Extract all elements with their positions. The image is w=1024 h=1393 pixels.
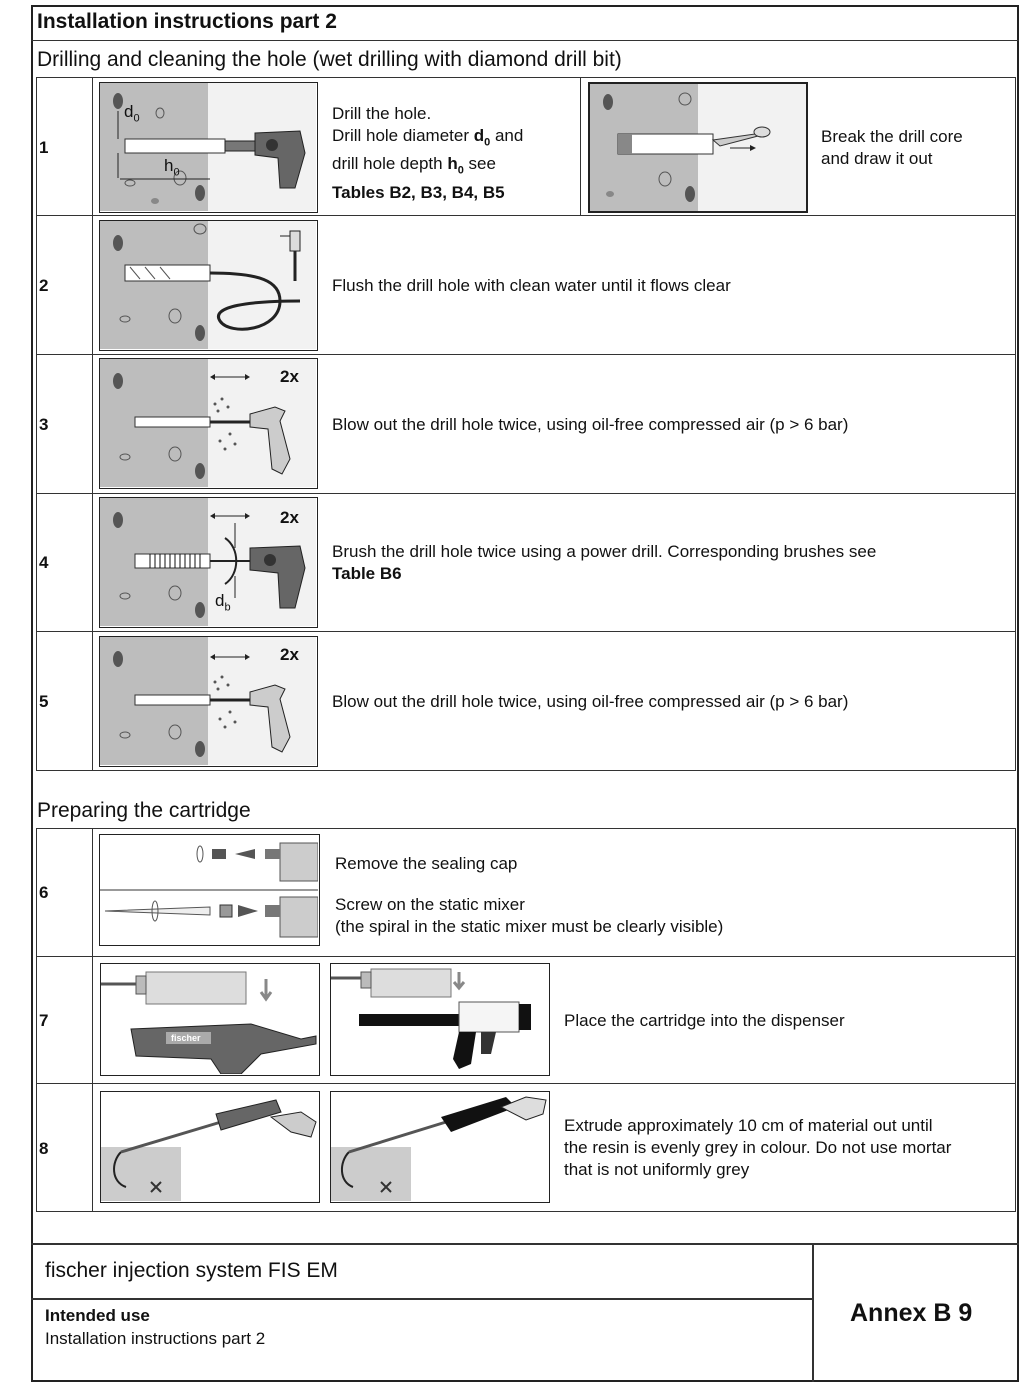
diameter-label: d [124, 102, 134, 121]
footer-divider [812, 1243, 814, 1382]
depth-label: h [164, 156, 174, 175]
step7-text: Place the cartridge into the dispenser [564, 1011, 845, 1030]
section-title-drilling: Drilling and cleaning the hole (wet dril… [37, 48, 622, 71]
drilling-table [36, 77, 1016, 771]
brush-diameter-label: d [215, 591, 225, 610]
divider [31, 40, 1019, 41]
dispenser-illustration [330, 963, 550, 1076]
flush-illustration [99, 220, 318, 351]
brush-illustration: 2x db [99, 497, 318, 628]
row-divider [36, 354, 1016, 355]
extrude-illustration [330, 1091, 550, 1203]
footer-divider [31, 1243, 1019, 1245]
step-number: 8 [39, 1139, 49, 1158]
step5-text: Blow out the drill hole twice, using oil… [332, 692, 849, 711]
product-name: fischer injection system FIS EM [45, 1259, 338, 1282]
row-divider [36, 493, 1016, 494]
repeat-count: 2x [280, 508, 299, 527]
page-title: Installation instructions part 2 [37, 10, 337, 33]
repeat-count: 2x [280, 645, 299, 664]
step3-text: Blow out the drill hole twice, using oil… [332, 415, 849, 434]
brand-label: fischer [171, 1033, 201, 1043]
cartridge-table [36, 828, 1016, 1212]
step8-text: Extrude approximately 10 cm of material … [564, 1116, 952, 1179]
blow-out-illustration: 2x [99, 636, 318, 767]
row-divider [36, 215, 1016, 216]
blow-out-illustration: 2x [99, 358, 318, 489]
mixer-illustration [99, 834, 320, 946]
step1-text: Drill the hole. Drill hole diameter d0 a… [332, 104, 524, 202]
step2-text: Flush the drill hole with clean water un… [332, 276, 731, 295]
step1-right-text: Break the drill core and draw it out [821, 127, 963, 168]
step-number: 5 [39, 692, 49, 711]
number-column-divider [92, 77, 93, 771]
step6-text-screw: Screw on the static mixer (the spiral in… [335, 895, 724, 936]
page-frame [31, 5, 1019, 1382]
repeat-count: 2x [280, 367, 299, 386]
section-title-cartridge: Preparing the cartridge [37, 799, 251, 822]
row1-split-divider [580, 77, 581, 215]
drill-illustration: d0 h0 [99, 82, 318, 213]
dispenser-illustration: fischer [100, 963, 320, 1076]
extrude-illustration [100, 1091, 320, 1203]
step-number: 2 [39, 276, 49, 295]
step-number: 1 [39, 138, 49, 157]
intended-use-subtitle: Installation instructions part 2 [45, 1329, 266, 1348]
step4-text: Brush the drill hole twice using a power… [332, 542, 877, 583]
step-number: 7 [39, 1011, 49, 1030]
annex-label: Annex B 9 [850, 1299, 973, 1327]
step-number: 4 [39, 553, 49, 572]
step-number: 6 [39, 883, 49, 902]
step-number: 3 [39, 415, 49, 434]
row-divider [36, 956, 1016, 957]
step6-text-remove: Remove the sealing cap [335, 854, 518, 873]
row-divider [36, 1083, 1016, 1084]
number-column-divider [92, 828, 93, 1212]
footer-divider [31, 1298, 812, 1300]
drill-core-illustration [588, 82, 808, 213]
intended-use-title: Intended use [45, 1306, 150, 1325]
row-divider [36, 631, 1016, 632]
